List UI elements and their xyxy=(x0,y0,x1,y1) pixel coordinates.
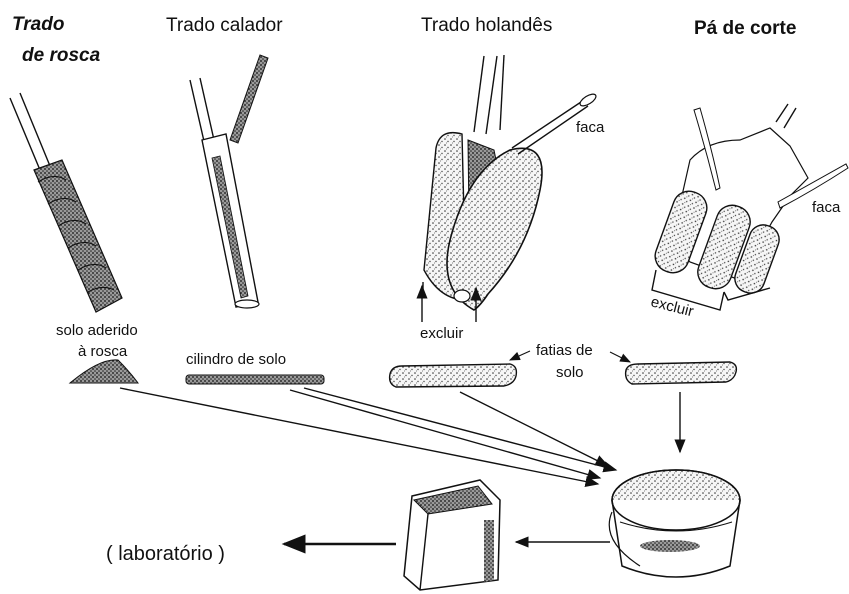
title-trado-rosca-line1: Trado xyxy=(12,14,64,35)
label-solo-aderido-line2: à rosca xyxy=(78,343,128,360)
label-laboratorio: ( laboratório ) xyxy=(106,543,225,565)
title-trado-holandes: Trado holandês xyxy=(421,15,552,36)
screw-auger-illustration xyxy=(10,93,122,312)
label-excluir-pa: excluir xyxy=(649,293,695,320)
soil-slice-2 xyxy=(626,362,737,384)
flow-arrows xyxy=(120,388,680,544)
soil-cylinder xyxy=(186,375,324,384)
bucket-illustration xyxy=(609,470,740,577)
label-excluir-holandes: excluir xyxy=(420,325,463,342)
dutch-auger-illustration xyxy=(422,55,598,322)
label-solo-aderido-line1: solo aderido xyxy=(56,322,138,339)
title-trado-rosca-line2: de rosca xyxy=(22,45,101,66)
label-cilindro-de-solo: cilindro de solo xyxy=(186,351,286,368)
label-faca-pa: faca xyxy=(812,199,841,216)
title-trado-calador: Trado calador xyxy=(166,15,283,36)
title-pa-de-corte: Pá de corte xyxy=(694,18,796,39)
label-faca-holandes: faca xyxy=(576,119,605,136)
label-fatias-line1: fatias de xyxy=(536,342,593,359)
sample-bag-illustration xyxy=(404,480,500,590)
label-fatias-line2: solo xyxy=(556,364,584,381)
soil-slice-1 xyxy=(390,364,517,387)
soil-pile xyxy=(70,360,138,383)
soil-probe-illustration xyxy=(190,55,268,308)
